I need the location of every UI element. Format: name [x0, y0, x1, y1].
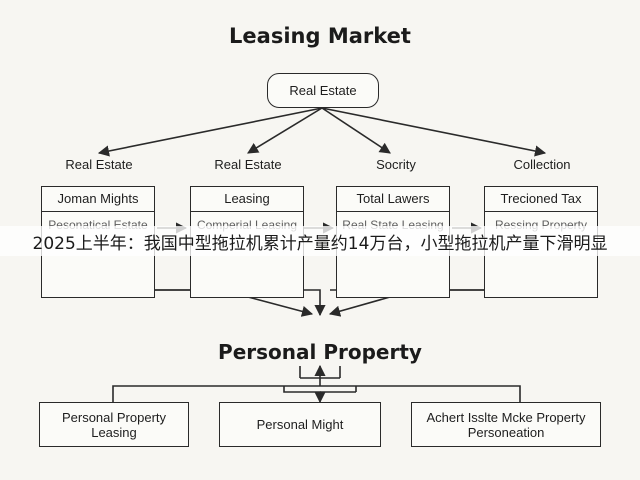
leaf-box-3: Achert Isslte Mcke Property Personeation [411, 402, 601, 447]
leaf-box-2-label: Personal Might [256, 417, 344, 432]
branch-card-4-head: Trecioned Tax [485, 187, 597, 212]
hub-title: Personal Property [218, 340, 422, 364]
branch-label-4: Collection [513, 157, 571, 172]
branch-card-2-head: Leasing [191, 187, 303, 212]
branch-label-3: Socrity [376, 157, 416, 172]
connector-root-branch-2 [247, 107, 323, 154]
branch-label-1: Real Estate [65, 157, 133, 172]
root-node-label: Real Estate [289, 83, 357, 98]
connector-bus-leaf-2 [283, 386, 326, 404]
branch-card-3-head: Total Lawers [337, 187, 449, 212]
branch-label-2: Real Estate [214, 157, 282, 172]
leaf-box-1-label: Personal Property Leasing [61, 409, 167, 440]
connector-root-branch-1 [97, 107, 323, 157]
leaf-box-1: Personal Property Leasing [39, 402, 189, 447]
connector-card-3-hub [328, 296, 391, 317]
branch-card-1-head: Joman Mights [42, 187, 154, 212]
connector-root-branch-3 [321, 107, 391, 154]
leaf-box-2: Personal Might [219, 402, 381, 447]
connector-root-branch-4 [321, 107, 547, 157]
news-banner: 2025上半年：我国中型拖拉机累计产量约14万台，小型拖拉机产量下滑明显 [0, 226, 640, 256]
connector-card-2-hub [247, 296, 314, 317]
connector-leaf-bus [112, 385, 521, 402]
leaf-box-3-label: Achert Isslte Mcke Property Personeation [426, 409, 586, 440]
diagram-title: Leasing Market [229, 24, 411, 48]
root-node: Real Estate [267, 73, 379, 108]
news-banner-text: 2025上半年：我国中型拖拉机累计产量约14万台，小型拖拉机产量下滑明显 [32, 233, 608, 254]
